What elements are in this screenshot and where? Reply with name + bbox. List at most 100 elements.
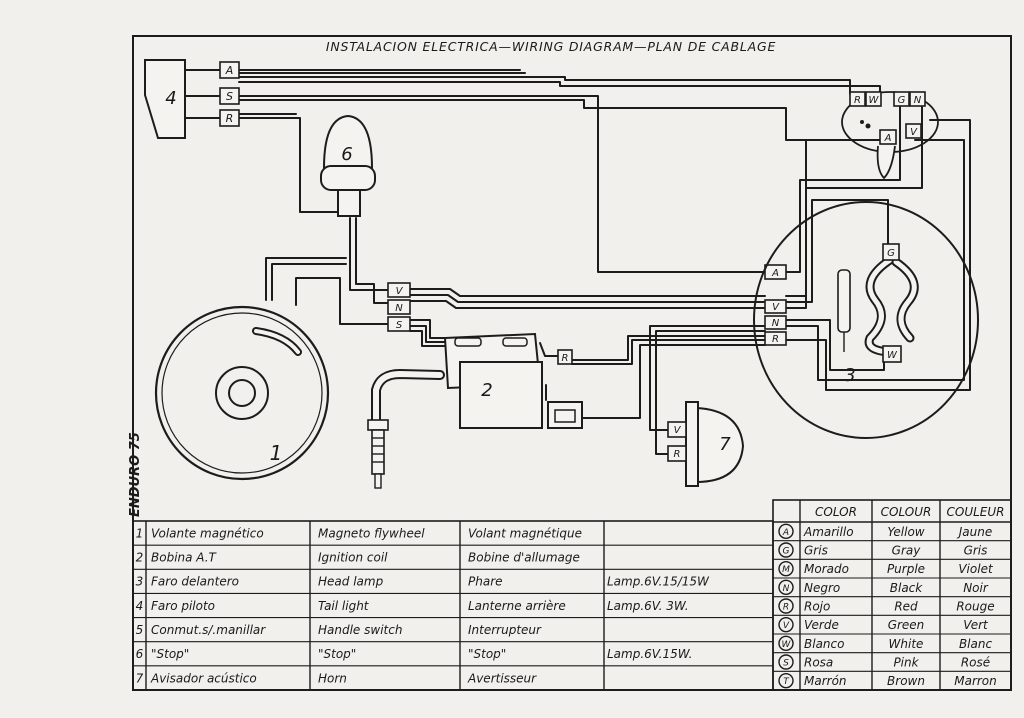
color-code-circle bbox=[778, 579, 794, 596]
ignition-coil-2: 2 R bbox=[367, 332, 583, 489]
color-name-en: Green bbox=[888, 618, 925, 632]
color-name-en: Yellow bbox=[887, 525, 924, 539]
color-code: S bbox=[783, 659, 789, 669]
part-spec: Lamp.6V.15/15W bbox=[607, 575, 710, 589]
part-number: 6 bbox=[136, 647, 144, 661]
color-name-fr: Rosé bbox=[961, 656, 990, 670]
lamp-top-r: R bbox=[854, 95, 861, 106]
part-spec: Lamp.6V. 3W. bbox=[607, 599, 689, 613]
color-name-fr: Blanc bbox=[959, 637, 993, 651]
horn-connector-v: V bbox=[674, 425, 682, 436]
junction-upper-n: N bbox=[395, 303, 403, 314]
part-name-es: "Stop" bbox=[151, 647, 189, 661]
junction-right: A V N R bbox=[764, 264, 787, 346]
color-code: V bbox=[783, 621, 790, 631]
part-name-fr: Bobine d'allumage bbox=[468, 551, 580, 565]
lamp-top-v: V bbox=[910, 127, 918, 138]
part-number: 1 bbox=[136, 526, 144, 540]
color-header: COLOUR bbox=[881, 505, 932, 519]
model-label: ENDURO 75 bbox=[128, 432, 143, 517]
part-number: 7 bbox=[136, 671, 144, 685]
junction-right-n: N bbox=[772, 318, 780, 329]
color-name-es: Marrón bbox=[804, 674, 847, 688]
color-code-circle bbox=[778, 672, 794, 689]
part-number: 5 bbox=[136, 623, 144, 637]
color-name-es: Morado bbox=[804, 562, 849, 576]
color-code-circle bbox=[778, 542, 794, 558]
color-name-en: Black bbox=[890, 581, 924, 595]
wires bbox=[238, 69, 971, 455]
color-name-fr: Gris bbox=[964, 544, 988, 558]
color-header: COLOR bbox=[815, 505, 857, 519]
lamp-top-connector: R W G N A V bbox=[841, 91, 939, 180]
color-code-circle bbox=[778, 560, 794, 577]
color-name-es: Blanco bbox=[804, 637, 844, 651]
component-number-4: 4 bbox=[165, 88, 176, 109]
coil-connector-r: R bbox=[562, 353, 569, 364]
part-name-fr: Phare bbox=[468, 575, 503, 589]
color-code: M bbox=[782, 565, 790, 575]
component-number-6: 6 bbox=[341, 144, 352, 165]
color-name-es: Gris bbox=[804, 544, 828, 558]
part-spec: Lamp.6V.15W. bbox=[607, 647, 692, 661]
junction-right-v: V bbox=[772, 302, 780, 313]
color-code: G bbox=[783, 547, 790, 557]
color-code: W bbox=[782, 640, 792, 650]
color-code-circle bbox=[778, 616, 794, 633]
part-name-fr: "Stop" bbox=[468, 647, 506, 661]
stop-lamp-6: 6 bbox=[320, 114, 376, 217]
color-code-circle bbox=[778, 598, 794, 614]
color-name-en: Pink bbox=[893, 656, 919, 670]
handle-switch-4: 4 A S R bbox=[144, 59, 240, 139]
color-name-en: Gray bbox=[892, 544, 922, 558]
magneto-flywheel-1: 1 bbox=[154, 305, 330, 481]
color-name-fr: Violet bbox=[958, 562, 994, 576]
color-name-es: Verde bbox=[804, 618, 839, 632]
color-code: N bbox=[783, 584, 790, 594]
color-code-circle bbox=[778, 523, 794, 540]
switch-connector-a: A bbox=[225, 64, 234, 77]
color-name-en: Brown bbox=[887, 674, 925, 688]
part-name-fr: Lanterne arrière bbox=[468, 599, 566, 613]
diagram-title: INSTALACION ELECTRICA—WIRING DIAGRAM—PLA… bbox=[326, 39, 776, 54]
part-number: 4 bbox=[136, 599, 144, 613]
component-number-7: 7 bbox=[719, 434, 731, 455]
color-name-fr: Marron bbox=[954, 674, 997, 688]
color-name-es: Rosa bbox=[804, 656, 833, 670]
lamp-top-g: G bbox=[898, 95, 906, 106]
color-name-en: Purple bbox=[887, 562, 925, 576]
switch-connector-s: S bbox=[226, 90, 233, 103]
part-name-en: Horn bbox=[318, 671, 347, 685]
color-name-es: Rojo bbox=[804, 600, 830, 614]
part-name-en: Head lamp bbox=[318, 575, 384, 589]
part-name-es: Bobina A.T bbox=[151, 551, 218, 565]
horn-7: 7 V R bbox=[667, 401, 745, 487]
color-name-en: White bbox=[889, 637, 924, 651]
component-number-1: 1 bbox=[270, 441, 283, 465]
headlamp-connector-g: G bbox=[887, 248, 895, 259]
color-code-circle bbox=[778, 654, 794, 670]
part-name-es: Volante magnético bbox=[151, 526, 264, 540]
horn-connector-r: R bbox=[674, 449, 681, 460]
color-name-fr: Jaune bbox=[957, 525, 993, 539]
color-name-fr: Rouge bbox=[956, 600, 994, 614]
part-name-fr: Avertisseur bbox=[467, 671, 537, 685]
part-name-en: Magneto flywheel bbox=[318, 526, 425, 540]
color-code: T bbox=[783, 677, 790, 687]
switch-connector-r: R bbox=[226, 112, 234, 125]
junction-upper: V N S bbox=[387, 282, 411, 332]
part-name-en: Tail light bbox=[318, 599, 370, 613]
part-name-en: Handle switch bbox=[318, 623, 402, 637]
part-name-es: Avisador acústico bbox=[150, 671, 257, 685]
color-code: R bbox=[783, 603, 789, 613]
part-name-es: Faro delantero bbox=[151, 575, 239, 589]
part-number: 3 bbox=[136, 575, 144, 589]
color-header: COULEUR bbox=[947, 505, 1005, 519]
junction-right-r: R bbox=[772, 334, 779, 345]
part-name-es: Conmut.s/.manillar bbox=[151, 623, 266, 637]
headlamp-3: 3 G W bbox=[753, 201, 979, 439]
headlamp-connector-w: W bbox=[887, 350, 898, 361]
color-name-en: Red bbox=[894, 600, 918, 614]
